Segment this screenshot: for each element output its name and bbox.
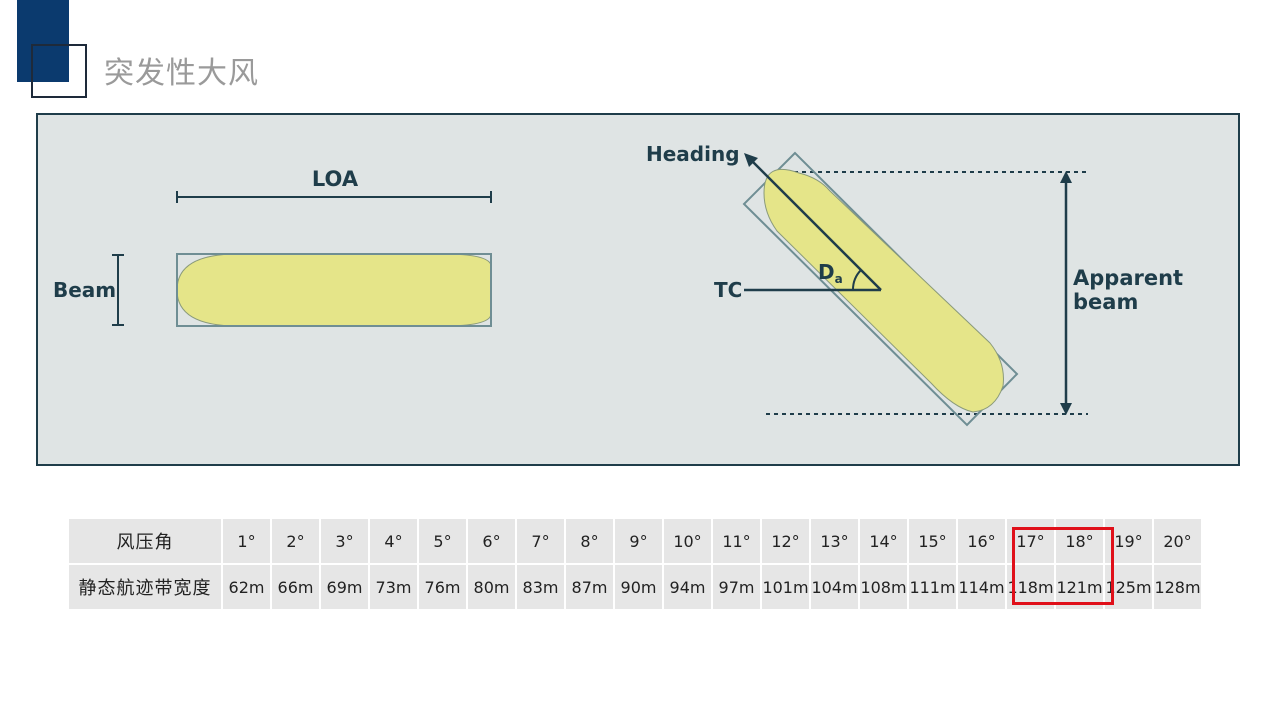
- table-cell-angle: 13°: [811, 519, 858, 563]
- table-cell-width: 121m: [1056, 565, 1103, 609]
- table-cell-width: 97m: [713, 565, 760, 609]
- table-cell-width: 76m: [419, 565, 466, 609]
- ship-bounding-box: [176, 253, 492, 327]
- ship-diagram: LOA Beam Apparent beam Heading TC: [53, 142, 1183, 427]
- row-label-track-width: 静态航迹带宽度: [69, 565, 221, 609]
- table-cell-width: 69m: [321, 565, 368, 609]
- apparent-beam-arrowhead-down: [1060, 403, 1072, 415]
- table-cell-angle: 11°: [713, 519, 760, 563]
- straight-ship-group: LOA Beam: [53, 167, 492, 327]
- table-cell-width: 83m: [517, 565, 564, 609]
- table-cell-width: 90m: [615, 565, 662, 609]
- loa-label: LOA: [312, 167, 359, 191]
- table-cell-angle: 6°: [468, 519, 515, 563]
- table-cell-width: 73m: [370, 565, 417, 609]
- table-cell-angle: 4°: [370, 519, 417, 563]
- drift-angle-arc: [851, 269, 862, 291]
- beam-label: Beam: [53, 278, 116, 302]
- ship-diagram-panel: LOA Beam Apparent beam Heading TC: [36, 113, 1240, 466]
- table-cell-angle: 16°: [958, 519, 1005, 563]
- drifting-ship-group: Apparent beam Heading TC Da: [646, 142, 1183, 427]
- table-cell-angle: 3°: [321, 519, 368, 563]
- table-cell-angle: 5°: [419, 519, 466, 563]
- table-cell-width: 101m: [762, 565, 809, 609]
- ship-hull: [176, 253, 492, 327]
- table-cell-width: 80m: [468, 565, 515, 609]
- apparent-beam-label-line2: beam: [1073, 290, 1138, 314]
- heading-arrowhead: [744, 153, 758, 167]
- table-row-widths: 静态航迹带宽度 62m 66m 69m 73m 76m 80m 83m 87m …: [69, 565, 1201, 609]
- table-cell-angle: 20°: [1154, 519, 1201, 563]
- corner-accent-block: [17, 0, 69, 82]
- heading-line: [750, 159, 882, 291]
- table-cell-width: 94m: [664, 565, 711, 609]
- table-cell-angle: 8°: [566, 519, 613, 563]
- table-cell-width: 108m: [860, 565, 907, 609]
- table-cell-width: 114m: [958, 565, 1005, 609]
- table-cell-angle: 14°: [860, 519, 907, 563]
- heading-label: Heading: [646, 142, 740, 166]
- page-title: 突发性大风: [104, 56, 259, 91]
- apparent-beam-arrowhead-up: [1060, 171, 1072, 183]
- table-cell-angle: 18°: [1056, 519, 1103, 563]
- corner-accent-frame: [31, 44, 87, 98]
- table-cell-angle: 2°: [272, 519, 319, 563]
- wind-drift-table: 风压角 1° 2° 3° 4° 5° 6° 7° 8° 9° 10° 11° 1…: [67, 517, 1203, 611]
- tc-label: TC: [714, 278, 742, 302]
- table-cell-width: 62m: [223, 565, 270, 609]
- table-cell-angle: 10°: [664, 519, 711, 563]
- apparent-beam-label-line1: Apparent: [1073, 266, 1183, 290]
- drift-ship-hull: [763, 168, 1004, 413]
- table-cell-angle: 12°: [762, 519, 809, 563]
- table-cell-width: 128m: [1154, 565, 1201, 609]
- table-cell-angle: 1°: [223, 519, 270, 563]
- table-cell-angle: 9°: [615, 519, 662, 563]
- highlight-17-18-degrees: [1012, 527, 1114, 605]
- row-label-wind-angle: 风压角: [69, 519, 221, 563]
- drift-angle-label: Da: [818, 260, 843, 286]
- table-cell-width: 104m: [811, 565, 858, 609]
- table-cell-width: 87m: [566, 565, 613, 609]
- table-cell-width: 66m: [272, 565, 319, 609]
- table-cell-angle: 15°: [909, 519, 956, 563]
- table-cell-width: 111m: [909, 565, 956, 609]
- table-cell-angle: 7°: [517, 519, 564, 563]
